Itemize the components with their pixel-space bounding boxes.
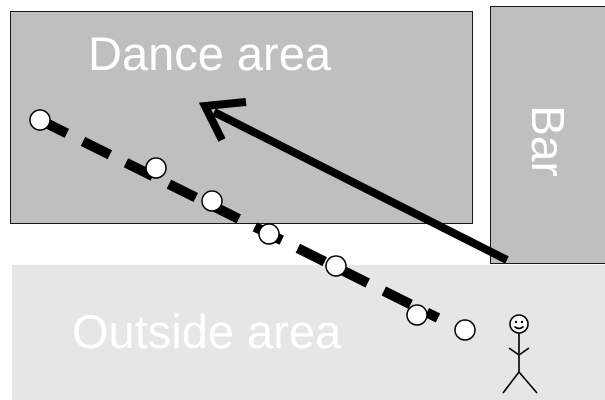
outside-area-zone bbox=[12, 265, 605, 400]
dashed-path-line bbox=[37, 115, 441, 323]
waypoint-marker-icon bbox=[454, 319, 476, 341]
dance-area-zone bbox=[10, 11, 473, 224]
waypoint-marker-icon bbox=[258, 223, 280, 245]
waypoints-group bbox=[29, 109, 476, 341]
arrow-shaft bbox=[212, 108, 509, 264]
stick-figure-smiley-icon bbox=[502, 314, 538, 394]
dance-area-label: Dance area bbox=[88, 27, 331, 80]
outside-area-label: Outside area bbox=[72, 305, 342, 358]
waypoint-marker-icon bbox=[325, 255, 347, 277]
waypoint-marker-icon bbox=[29, 109, 51, 131]
waypoint-marker-icon bbox=[145, 157, 167, 179]
bar-zone bbox=[490, 6, 605, 264]
arrow-head-icon bbox=[198, 98, 247, 142]
waypoint-marker-icon bbox=[201, 190, 223, 212]
waypoint-marker-icon bbox=[406, 304, 428, 326]
